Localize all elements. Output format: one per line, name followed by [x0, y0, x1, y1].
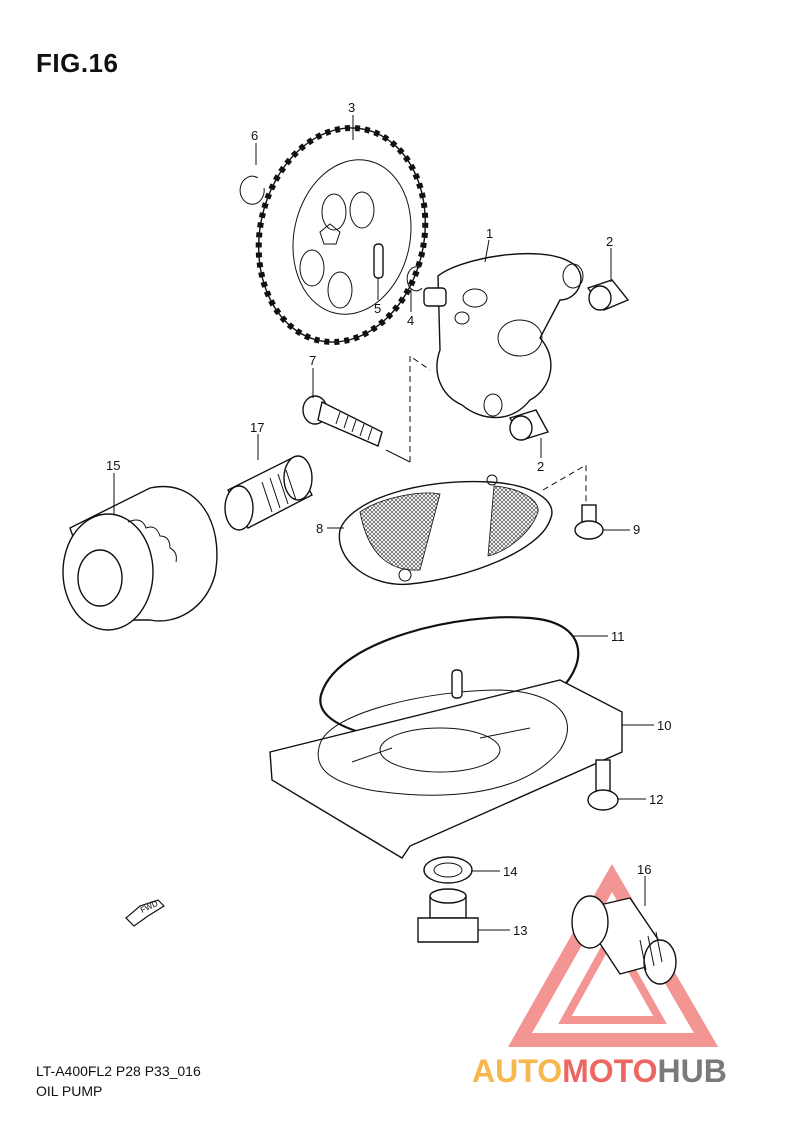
callout-1: 1	[486, 226, 493, 241]
callout-13: 13	[513, 923, 527, 938]
callout-8: 8	[316, 521, 323, 536]
callout-2-lower: 2	[537, 459, 544, 474]
callout-6: 6	[251, 128, 258, 143]
callout-14: 14	[503, 864, 517, 879]
part-7-bolt	[302, 395, 383, 447]
part-9-bolt	[574, 504, 604, 540]
part-16-pressure-switch	[571, 895, 677, 985]
part-5-pin	[373, 243, 384, 279]
callout-17: 17	[250, 420, 264, 435]
part-1-oil-pump-body	[423, 252, 584, 419]
part-6-circlip	[239, 175, 265, 205]
part-14-washer	[423, 856, 473, 884]
watermark-auto: AUTO	[472, 1053, 562, 1089]
callout-4: 4	[407, 313, 414, 328]
callout-12: 12	[649, 792, 663, 807]
figure-code: LT-A400FL2 P28 P33_016	[36, 1063, 201, 1079]
part-12-bolt	[587, 759, 619, 811]
leader-lines	[113, 115, 654, 931]
callout-3: 3	[348, 100, 355, 115]
watermark-moto: MOTO	[562, 1053, 657, 1089]
part-13-drain-plug	[417, 888, 479, 943]
watermark-hub: HUB	[657, 1053, 726, 1089]
callout-10: 10	[657, 718, 671, 733]
callout-7: 7	[309, 353, 316, 368]
figure-title: FIG.16	[36, 48, 119, 78]
figure-name: OIL PUMP	[36, 1083, 103, 1099]
callout-2-upper: 2	[606, 234, 613, 249]
part-3-driven-gear	[255, 124, 429, 346]
watermark-text: AUTOMOTOHUB	[472, 1053, 727, 1089]
part-8-gasket	[338, 474, 553, 586]
part-2-dowel-pin-upper	[586, 279, 630, 311]
svg-text:AUTOMOTOHUB: AUTOMOTOHUB	[472, 1053, 727, 1089]
callout-9: 9	[633, 522, 640, 537]
fwd-arrow: FWD	[125, 899, 165, 927]
callout-11: 11	[611, 629, 625, 644]
part-10-oil-pan	[269, 669, 623, 859]
callout-16: 16	[637, 862, 651, 877]
callout-15: 15	[106, 458, 120, 473]
part-2-dowel-pin-lower	[508, 409, 550, 441]
part-17-union-bolt	[224, 455, 313, 531]
part-4-circlip	[406, 266, 423, 292]
callout-labels: 3 6 1 2 5 4 7 17 2 15 8 9 11 10 12 14 16…	[106, 100, 671, 938]
callout-5: 5	[374, 301, 381, 316]
part-15-oil-filter	[62, 485, 218, 631]
